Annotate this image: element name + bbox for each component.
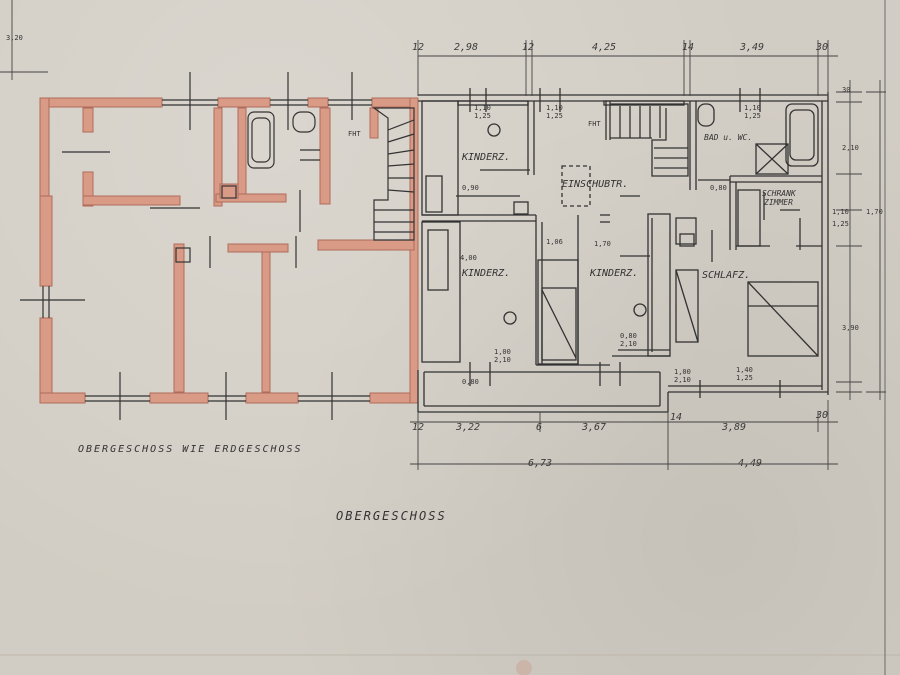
dim-top-7: 30 [815, 42, 828, 53]
dimension-lines [0, 0, 886, 470]
wall [307, 97, 329, 108]
left-caption: OBERGESCHOSS WIE ERDGESCHOSS [78, 444, 303, 455]
wall [82, 171, 94, 207]
dim-right-3: 1,70 [866, 208, 883, 216]
dim-total-1: 6,73 [528, 458, 552, 469]
wall [319, 107, 331, 205]
opening-d13: 1,25 [736, 374, 753, 382]
left-details [20, 72, 415, 420]
wall [245, 392, 299, 404]
room-schlafz: SCHLAFZ. [702, 270, 750, 281]
floor-title: OBERGESCHOSS [336, 509, 447, 523]
dim-bottom-1: 12 [412, 422, 424, 433]
wall [215, 193, 287, 203]
wall [217, 97, 271, 108]
wall [149, 392, 209, 404]
room-schrank: SCHRANK [762, 189, 797, 198]
dim-top-5: 14 [682, 42, 694, 53]
dim-right-2: 2,10 [842, 144, 859, 152]
left-margin-dim: 3,20 [6, 34, 23, 42]
wall [371, 97, 417, 108]
room-kinderz-top: KINDERZ. [461, 152, 510, 163]
opening-d6: 2,10 [494, 356, 511, 364]
dim-bottom-3: 6 [536, 422, 542, 433]
dim-top-6: 3,49 [739, 42, 764, 53]
opening-w1: 1,10 [474, 104, 491, 112]
wall [317, 239, 415, 251]
dim-bottom-6: 3,89 [721, 422, 746, 433]
opening-d4: 4,00 [460, 254, 477, 262]
room-einschubtr: EINSCHUBTR. [562, 179, 628, 190]
wall [369, 107, 379, 139]
wall [213, 107, 223, 207]
opening-w3: 1,10 [744, 104, 761, 112]
dim-right-6: 3,90 [842, 324, 859, 332]
opening-d12: 1,40 [736, 366, 753, 374]
wall [39, 195, 53, 287]
wall [39, 392, 86, 404]
dim-total-2: 4,49 [738, 458, 762, 469]
wall [39, 317, 53, 404]
room-bad-wc: BAD u. WC. [704, 133, 752, 142]
opening-d3: 0,80 [710, 184, 727, 192]
wall [261, 251, 271, 393]
opening-d9: 2,10 [620, 340, 637, 348]
opening-d2: 1,06 [546, 238, 563, 246]
wall [82, 195, 181, 206]
dim-top-3: 12 [522, 42, 534, 53]
opening-d14: 0,80 [462, 378, 479, 386]
wall [173, 243, 185, 393]
wall [82, 107, 94, 133]
dim-bottom-7: 30 [815, 410, 828, 421]
wall [237, 107, 247, 201]
right-plan [417, 88, 829, 413]
dim-bottom-4: 3,67 [581, 422, 606, 433]
dim-right-1: 30 [842, 86, 850, 94]
opening-d11: 2,10 [674, 376, 691, 384]
fht-label-right: FHT [588, 120, 601, 128]
left-plan [39, 97, 419, 404]
paper-stain [516, 660, 532, 675]
dim-top-4: 4,25 [592, 42, 616, 53]
opening-d8: 0,80 [620, 332, 637, 340]
opening-w1b: 1,25 [474, 112, 491, 120]
wall [227, 243, 289, 253]
wall [39, 97, 50, 199]
opening-w2b: 1,25 [546, 112, 563, 120]
opening-d1: 0,90 [462, 184, 479, 192]
dim-right-4: 1,10 [832, 208, 849, 216]
room-kinderz-mid: KINDERZ. [589, 268, 638, 279]
opening-w3b: 1,25 [744, 112, 761, 120]
room-zimmer: ZIMMER [763, 198, 793, 207]
dim-right-5: 1,25 [832, 220, 849, 228]
dim-top-2: 2,98 [454, 42, 478, 53]
room-kinderz-left: KINDERZ. [461, 268, 510, 279]
opening-d5: 1,00 [494, 348, 511, 356]
opening-d7: 1,70 [594, 240, 611, 248]
fht-label: FHT [348, 130, 361, 138]
dim-bottom-5: 14 [670, 412, 682, 423]
opening-d10: 1,00 [674, 368, 691, 376]
opening-w2: 1,10 [546, 104, 563, 112]
wall [39, 97, 163, 108]
dim-bottom-2: 3,22 [455, 422, 480, 433]
dim-top-1: 12 [412, 42, 424, 53]
